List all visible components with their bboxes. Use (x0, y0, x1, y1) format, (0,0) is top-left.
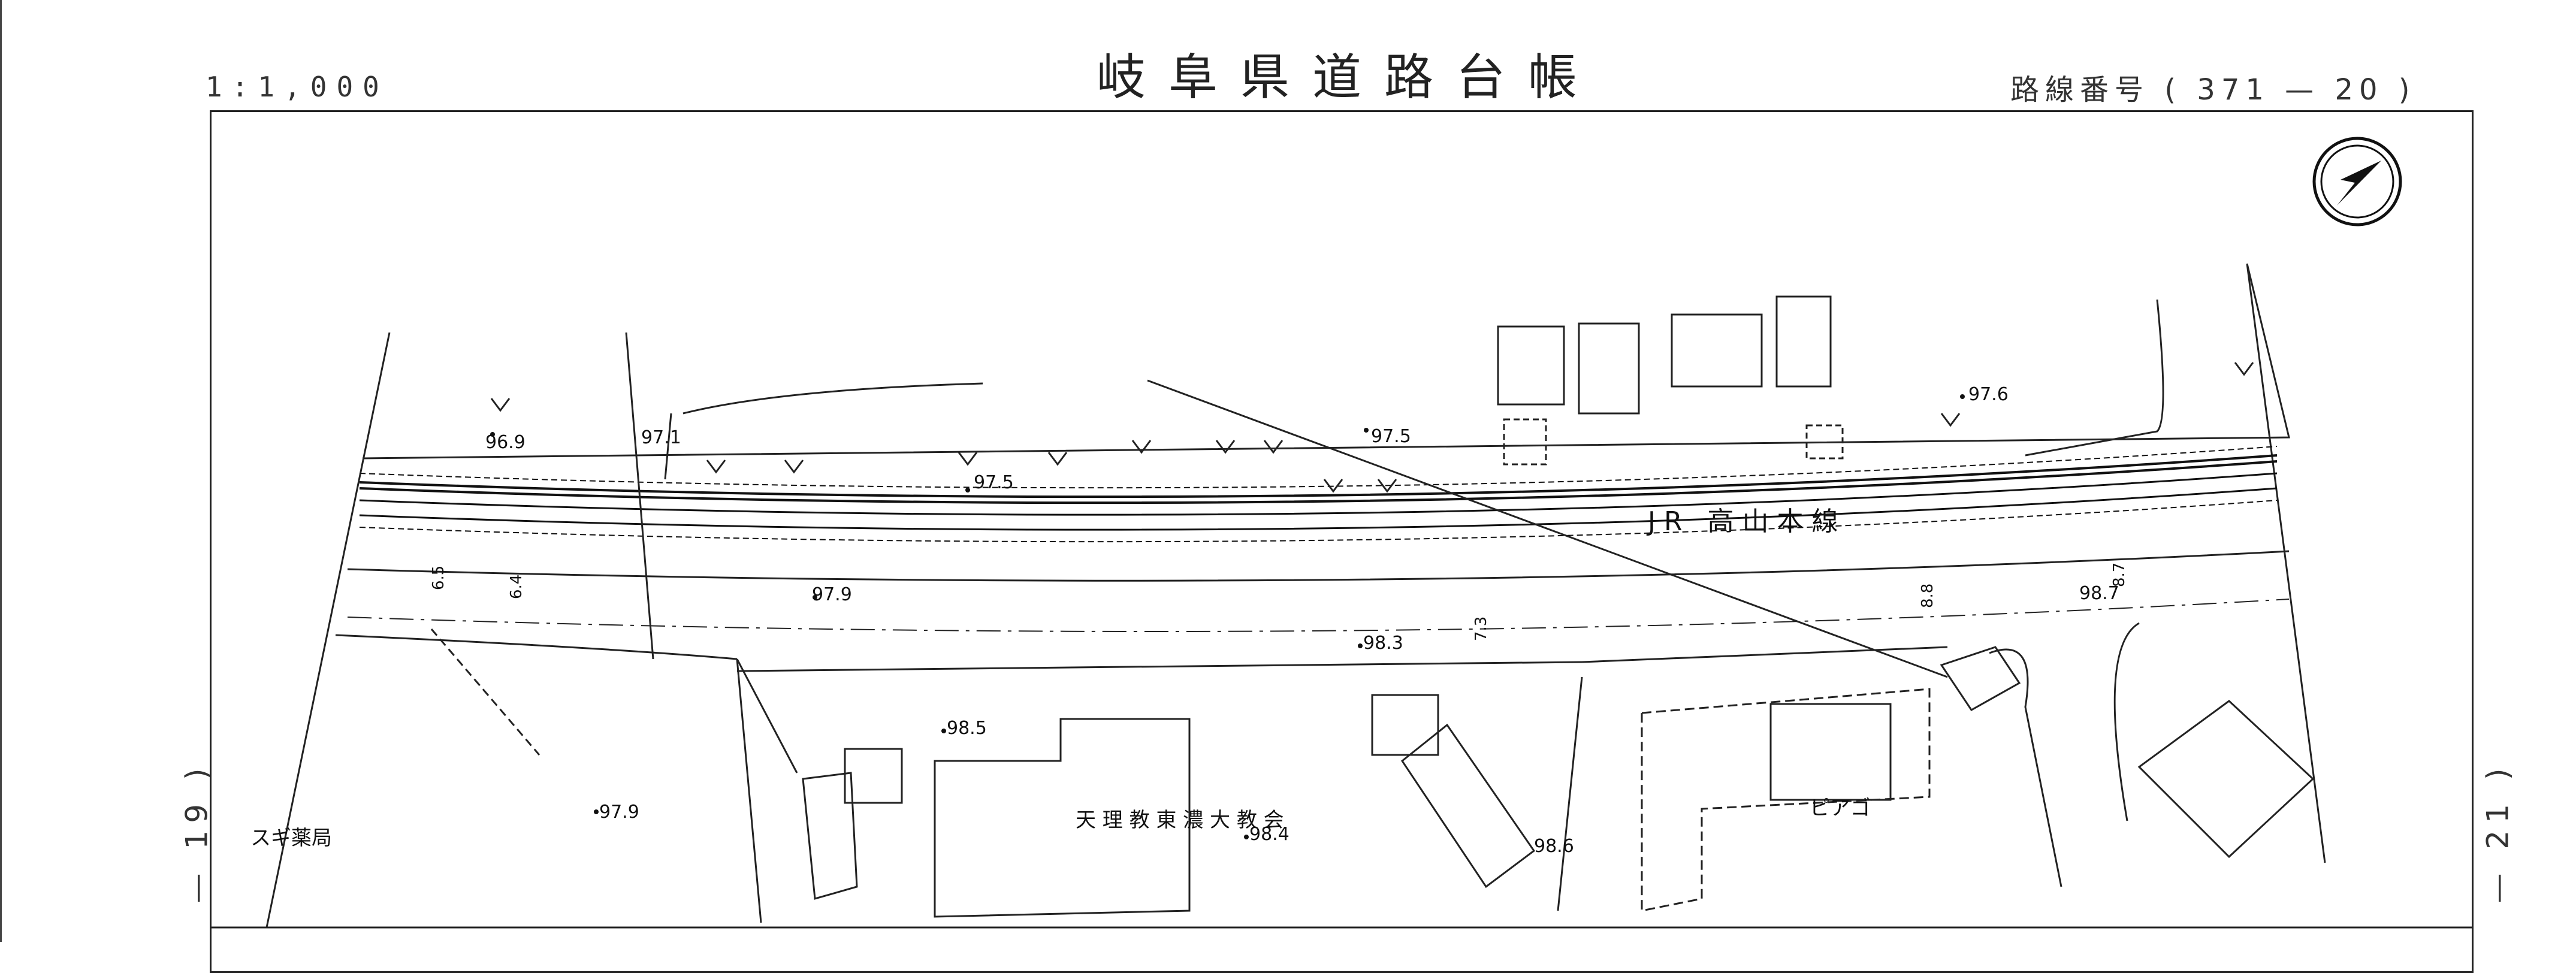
route-section-value: 20 (2335, 73, 2384, 107)
width-label: 6.5 (430, 566, 448, 590)
elevation-label: 98.6 (1534, 836, 1574, 857)
elevation-label: 98.5 (947, 718, 987, 739)
elevation-label: 97.9 (812, 584, 852, 605)
railway-track (359, 446, 2278, 543)
road-map: JR 高山本線 スギ薬局 天 理 教 東 濃 大 教 会 ピアゴ 96.9 97… (210, 137, 2474, 929)
width-label: 8.8 (1919, 584, 1937, 608)
elevation-label: 97.9 (599, 802, 639, 823)
place-drugstore: スギ薬局 (250, 826, 332, 850)
north-arrow-icon (2312, 137, 2402, 226)
route-number-value: 371 (2197, 73, 2270, 107)
elevation-label: 97.5 (974, 472, 1014, 493)
buildings (802, 295, 2315, 918)
elevation-labels: 96.9 97.1 97.5 97.5 97.6 97.9 98.3 98.7 … (485, 384, 2119, 857)
route-number: 路線番号 ( 371 — 20 ) (2010, 66, 2416, 108)
route-label: 路線番号 (2010, 73, 2150, 107)
survey-boundary (265, 263, 2326, 928)
elevation-label: 98.4 (1249, 824, 1289, 845)
reference-line (1147, 379, 1948, 678)
width-label: 7.3 (1472, 617, 1490, 641)
route-dash: — (2285, 73, 2320, 107)
map-scale: 1:1,000 (206, 71, 389, 103)
place-church: 天 理 教 東 濃 大 教 会 (1076, 808, 1284, 832)
width-label: 6.4 (508, 575, 526, 599)
elevation-label: 97.5 (1371, 426, 1411, 447)
elevation-label: 97.6 (1968, 384, 2009, 405)
width-labels: 6.5 6.4 7.3 8.8 8.7 (430, 563, 2128, 641)
page-edge-line (0, 0, 2, 942)
route-open-paren: ( (2164, 73, 2182, 107)
page-title: 岐阜県道路台帳 (1096, 49, 1600, 106)
elevation-label: 98.7 (2079, 583, 2119, 604)
route-close-paren: ) (2398, 73, 2416, 107)
place-building: ピアゴ (1810, 796, 1871, 820)
prefectural-road (335, 550, 2290, 672)
side-roads (430, 299, 2164, 923)
vegetation-symbols (490, 362, 2254, 493)
width-label: 8.7 (2110, 563, 2128, 587)
elevation-dots (490, 394, 1965, 839)
railway-label: JR 高山本線 (1646, 506, 1847, 537)
elevation-label: 98.3 (1363, 633, 1403, 654)
elevation-label: 97.1 (641, 427, 681, 448)
